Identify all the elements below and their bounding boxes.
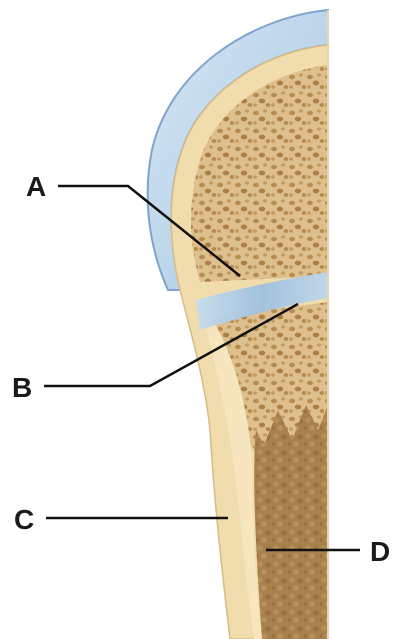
label-d: D — [370, 536, 390, 567]
label-b: B — [12, 372, 32, 403]
label-c: C — [14, 504, 34, 535]
label-a: A — [26, 171, 46, 202]
